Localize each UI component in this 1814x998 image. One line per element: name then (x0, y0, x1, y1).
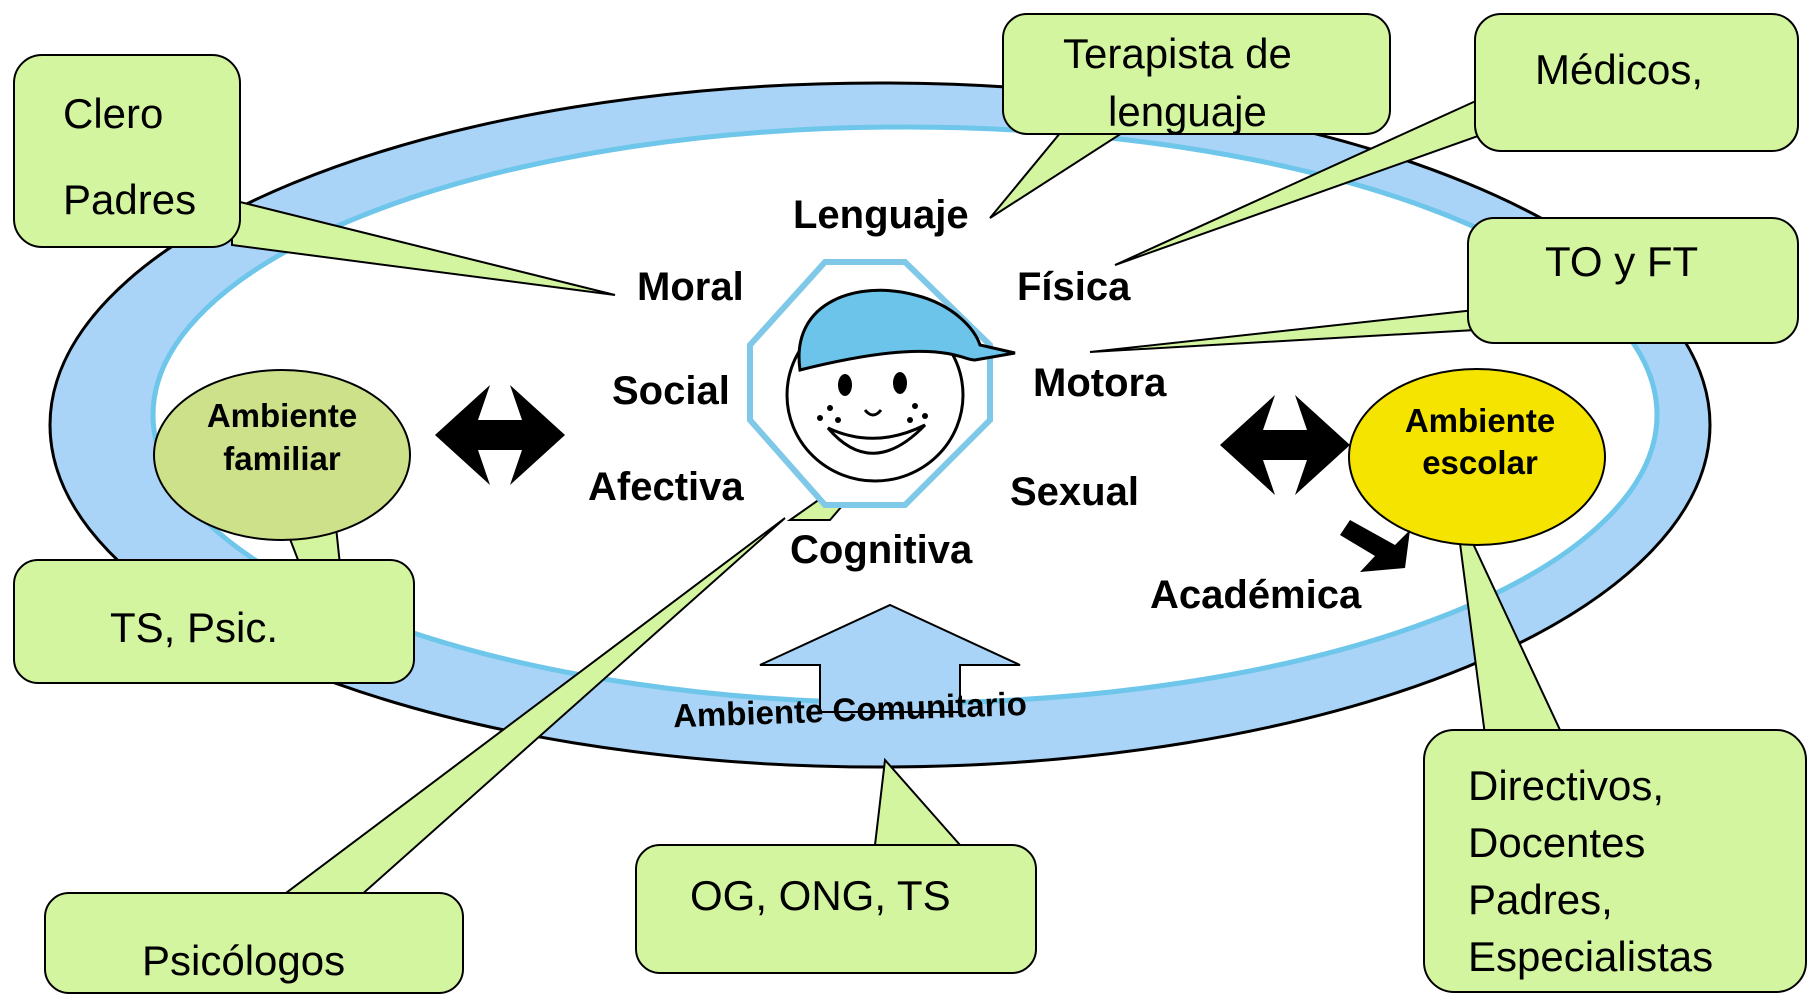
ambiente-escolar-oval (1348, 368, 1606, 546)
double-arrow-left-icon (435, 385, 565, 485)
label-sexual: Sexual (1010, 470, 1139, 514)
callout-ts-psic-text: TS, Psic. (110, 604, 278, 651)
callout-clero-text: Clero (63, 90, 163, 137)
label-cognitiva: Cognitiva (790, 528, 973, 572)
callout-terapista-text-1: Terapista de (1063, 30, 1292, 77)
down-arrow-icon (1340, 520, 1410, 572)
escolar-label-line2: escolar (1422, 444, 1538, 481)
callout-escolar (1423, 729, 1807, 993)
callout-terapista (1002, 13, 1391, 135)
callout-ts-psic (13, 559, 415, 684)
callout-medicos-text: Médicos, (1535, 46, 1703, 93)
label-moral: Moral (637, 265, 744, 309)
callout-psicologos (44, 892, 464, 994)
familiar-label-line2: familiar (223, 440, 341, 477)
callout-clero-padres (13, 54, 241, 248)
callout-escolar-text-3: Padres, (1468, 876, 1613, 923)
callout-medicos (1474, 13, 1799, 152)
familiar-label-line1: Ambiente (207, 397, 357, 434)
callout-psicologos-text: Psicólogos (142, 937, 345, 984)
callout-escolar-text-2: Docentes (1468, 819, 1645, 866)
label-fisica: Física (1017, 265, 1131, 309)
child-face-icon (785, 288, 1016, 483)
double-arrow-right-icon (1220, 395, 1350, 495)
callout-og-text: OG, ONG, TS (690, 872, 951, 919)
callout-terapista-text-2: lenguaje (1108, 88, 1267, 135)
callout-boxes (13, 13, 1807, 994)
callout-escolar-text-4: Especialistas (1468, 933, 1713, 980)
callout-og-ong (635, 844, 1037, 974)
callout-escolar-text-1: Directivos, (1468, 762, 1664, 809)
label-afectiva: Afectiva (588, 465, 744, 509)
label-lenguaje: Lenguaje (793, 193, 969, 237)
label-academica: Académica (1150, 573, 1362, 617)
escolar-label-line1: Ambiente (1405, 402, 1555, 439)
tail-og (873, 757, 963, 846)
up-block-arrow-icon (759, 603, 1021, 713)
label-social: Social (612, 369, 730, 413)
callout-to-ft-text: TO y FT (1545, 238, 1698, 285)
callout-padres-text: Padres (63, 176, 196, 223)
callout-to-ft (1467, 217, 1799, 344)
ambiente-familiar-oval (153, 369, 411, 541)
label-motora: Motora (1033, 361, 1167, 405)
